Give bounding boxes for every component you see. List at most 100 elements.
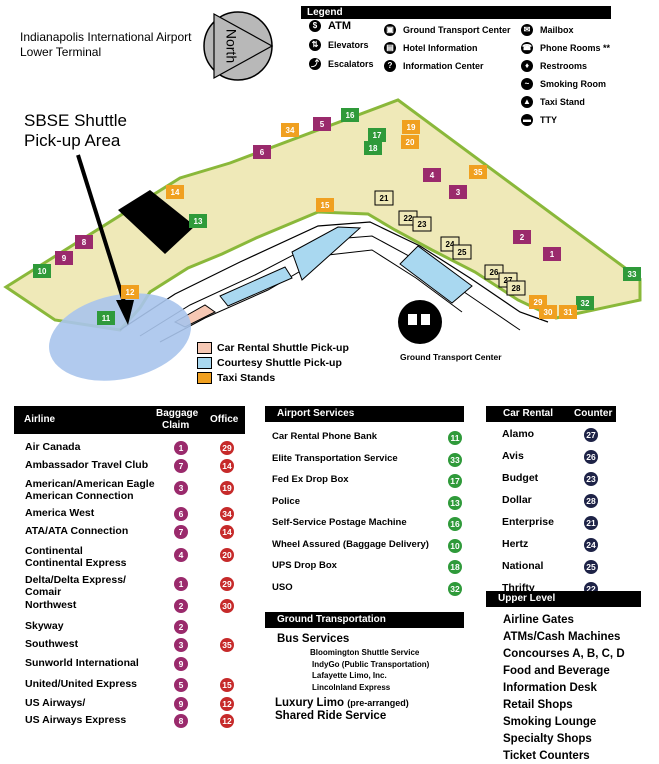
map-title: Indianapolis International Airport Lower… xyxy=(20,30,191,60)
airline-counter-marker: 2 xyxy=(513,230,531,244)
svg-text:14: 14 xyxy=(171,188,180,197)
airline-name: United/United Express xyxy=(25,678,138,690)
svg-text:17: 17 xyxy=(373,131,382,140)
map-key-swatch xyxy=(197,356,212,369)
legend-item-label: TTY xyxy=(540,115,557,125)
legend-item: ☎Phone Rooms ** xyxy=(521,42,610,54)
svg-text:16: 16 xyxy=(346,111,355,120)
legend-item: ✉ Mailbox xyxy=(521,24,574,36)
airline-name: Skyway xyxy=(25,620,64,632)
office-marker: 30 xyxy=(539,305,557,319)
service-number-badge: 16 xyxy=(448,517,462,531)
baggage-claim-badge: 4 xyxy=(174,548,188,562)
airline-name: Northwest xyxy=(25,599,77,611)
svg-text:23: 23 xyxy=(418,220,427,229)
legend-item: ▤Hotel Information xyxy=(384,42,478,54)
car-rental-counter-marker: 25 xyxy=(452,244,472,260)
service-name: Fed Ex Drop Box xyxy=(272,474,349,485)
office-badge: 20 xyxy=(220,548,234,562)
claim-col-header-2: Claim xyxy=(162,420,190,431)
luxury-limo: Luxury Limo (pre-arranged) xyxy=(275,697,409,709)
central-block xyxy=(118,190,195,254)
baggage-claim-badge: 3 xyxy=(174,638,188,652)
office-badge: 35 xyxy=(220,638,234,652)
map-key-swatch xyxy=(197,341,212,354)
airline-name: Continental xyxy=(25,545,83,557)
legend-item: ▬TTY xyxy=(521,114,557,126)
airline-name: Ambassador Travel Club xyxy=(25,459,149,471)
car-rental-company: Budget xyxy=(502,472,539,484)
upper-level-heading: Upper Level xyxy=(486,591,641,607)
car-rental-counter-badge: 24 xyxy=(584,538,598,552)
baggage-claim-badge: 6 xyxy=(174,507,188,521)
ground-transport-center-label: Ground Transport Center xyxy=(400,352,502,362)
airline-name: Sunworld International xyxy=(25,657,139,669)
upper-level-item: Specialty Shops xyxy=(503,733,592,745)
shuttle-label-line-1: SBSE Shuttle xyxy=(24,111,128,130)
legend-item-label: Ground Transport Center xyxy=(403,25,511,35)
mailbox-icon: ✉ xyxy=(521,24,533,36)
car-rental-counter-marker: 23 xyxy=(412,216,432,232)
service-marker: 11 xyxy=(97,311,115,325)
airline-name: ATA/ATA Connection xyxy=(25,525,129,537)
svg-text:35: 35 xyxy=(474,168,483,177)
dollar-icon: $ xyxy=(309,20,321,32)
airline-name: Comair xyxy=(25,586,62,598)
svg-text:30: 30 xyxy=(544,308,553,317)
service-marker: 18 xyxy=(364,141,382,155)
service-number-badge: 33 xyxy=(448,452,462,467)
legend-item-label: Escalators xyxy=(328,59,374,69)
airline-name: Continental Express xyxy=(25,557,127,569)
bus-services-heading: Bus Services xyxy=(277,633,350,645)
service-number-badge: 10 xyxy=(448,538,462,553)
service-name: UPS Drop Box xyxy=(272,560,337,571)
upper-level-item: ATMs/Cash Machines xyxy=(503,631,621,643)
luxury-limo-label: Luxury Limo xyxy=(275,697,345,709)
smoking-icon: ~ xyxy=(521,78,533,90)
car-rental-counter-marker: 21 xyxy=(374,190,394,206)
office-badge: 29 xyxy=(220,441,234,455)
svg-text:28: 28 xyxy=(512,284,521,293)
service-marker: 13 xyxy=(189,214,207,228)
upper-level-item: Concourses A, B, C, D xyxy=(503,648,625,660)
map-key-label: Courtesy Shuttle Pick-up xyxy=(217,356,342,369)
legend-item-label: Mailbox xyxy=(540,25,574,35)
shared-ride-service: Shared Ride Service xyxy=(275,710,387,722)
airline-name: America West xyxy=(25,507,95,519)
car-rental-counter-badge: 23 xyxy=(584,472,598,486)
office-badge: 14 xyxy=(220,525,234,539)
svg-text:12: 12 xyxy=(126,288,135,297)
svg-text:20: 20 xyxy=(406,138,415,147)
svg-text:11: 11 xyxy=(102,314,111,323)
upper-level-item: Smoking Lounge xyxy=(503,716,597,728)
car-rental-counter-badge: 28 xyxy=(584,494,598,508)
office-badge: 30 xyxy=(220,599,234,613)
elevator-icon: ⇅ xyxy=(309,39,321,51)
service-name: Car Rental Phone Bank xyxy=(272,431,378,442)
baggage-claim-badge: 1 xyxy=(174,577,188,591)
taxi-icon: ▲ xyxy=(521,96,533,108)
office-marker: 35 xyxy=(469,165,487,179)
office-marker: 19 xyxy=(402,120,420,134)
airline-counter-marker: 9 xyxy=(55,251,73,265)
restroom-icon: ♦ xyxy=(521,60,533,72)
service-marker: 17 xyxy=(368,128,386,142)
car-rental-company: Dollar xyxy=(502,494,532,506)
svg-text:22: 22 xyxy=(404,214,413,223)
car-rental-company: Enterprise xyxy=(502,516,554,528)
car-rental-company: Avis xyxy=(502,450,524,462)
svg-text:15: 15 xyxy=(321,201,330,210)
svg-text:2: 2 xyxy=(520,233,525,242)
baggage-claim-badge: 7 xyxy=(174,525,188,539)
bus-service-item: Lafayette Limo, Inc. xyxy=(312,671,387,680)
legend-item: ?Information Center xyxy=(384,60,484,72)
baggage-claim-badge: 8 xyxy=(174,714,188,728)
service-marker: 16 xyxy=(341,108,359,122)
airline-col-header: Airline xyxy=(24,414,56,425)
svg-text:6: 6 xyxy=(260,148,265,157)
map-key-label: Taxi Stands xyxy=(217,371,276,384)
airline-counter-marker: 6 xyxy=(253,145,271,159)
service-number-badge: 11 xyxy=(448,431,462,445)
escalator-icon: ⤴ xyxy=(309,58,321,70)
